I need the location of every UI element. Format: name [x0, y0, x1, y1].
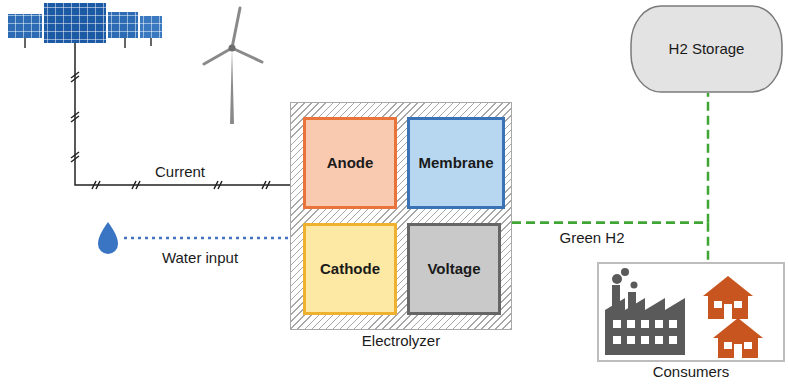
- annotation-label: Current: [153, 163, 207, 181]
- water-drop: [98, 222, 118, 254]
- power-wire: [71, 43, 290, 189]
- voltage-box: Voltage: [407, 223, 501, 315]
- electrolyzer-box: ElectrolyzerAnodeMembraneCathodeVoltage: [290, 102, 512, 330]
- factory-icon: [605, 268, 685, 355]
- node-label: Electrolyzer: [261, 332, 541, 350]
- hydrogen-pipe: [512, 223, 708, 262]
- solar-panels: [8, 3, 162, 48]
- node-label: Membrane: [418, 154, 493, 172]
- wind-turbine: [204, 8, 262, 124]
- node-label: Cathode: [320, 260, 380, 278]
- node-label: H2 Storage: [669, 40, 745, 58]
- cathode-box: Cathode: [303, 223, 397, 315]
- anode-box: Anode: [303, 117, 397, 209]
- node-label: Anode: [327, 154, 374, 172]
- house-icons: [703, 276, 763, 358]
- water-line: [124, 237, 290, 240]
- tank-body: [631, 6, 782, 92]
- node-label: Voltage: [427, 260, 480, 278]
- hydrogen-pipe: [512, 93, 708, 223]
- edge-label: Green H2: [557, 229, 626, 247]
- membrane-box: Membrane: [407, 117, 505, 209]
- node-label: Consumers: [569, 363, 788, 381]
- consumers-box: Consumers: [597, 262, 785, 362]
- annotation-label: Water input: [160, 249, 240, 267]
- storage-tank: H2 Storage: [630, 5, 783, 93]
